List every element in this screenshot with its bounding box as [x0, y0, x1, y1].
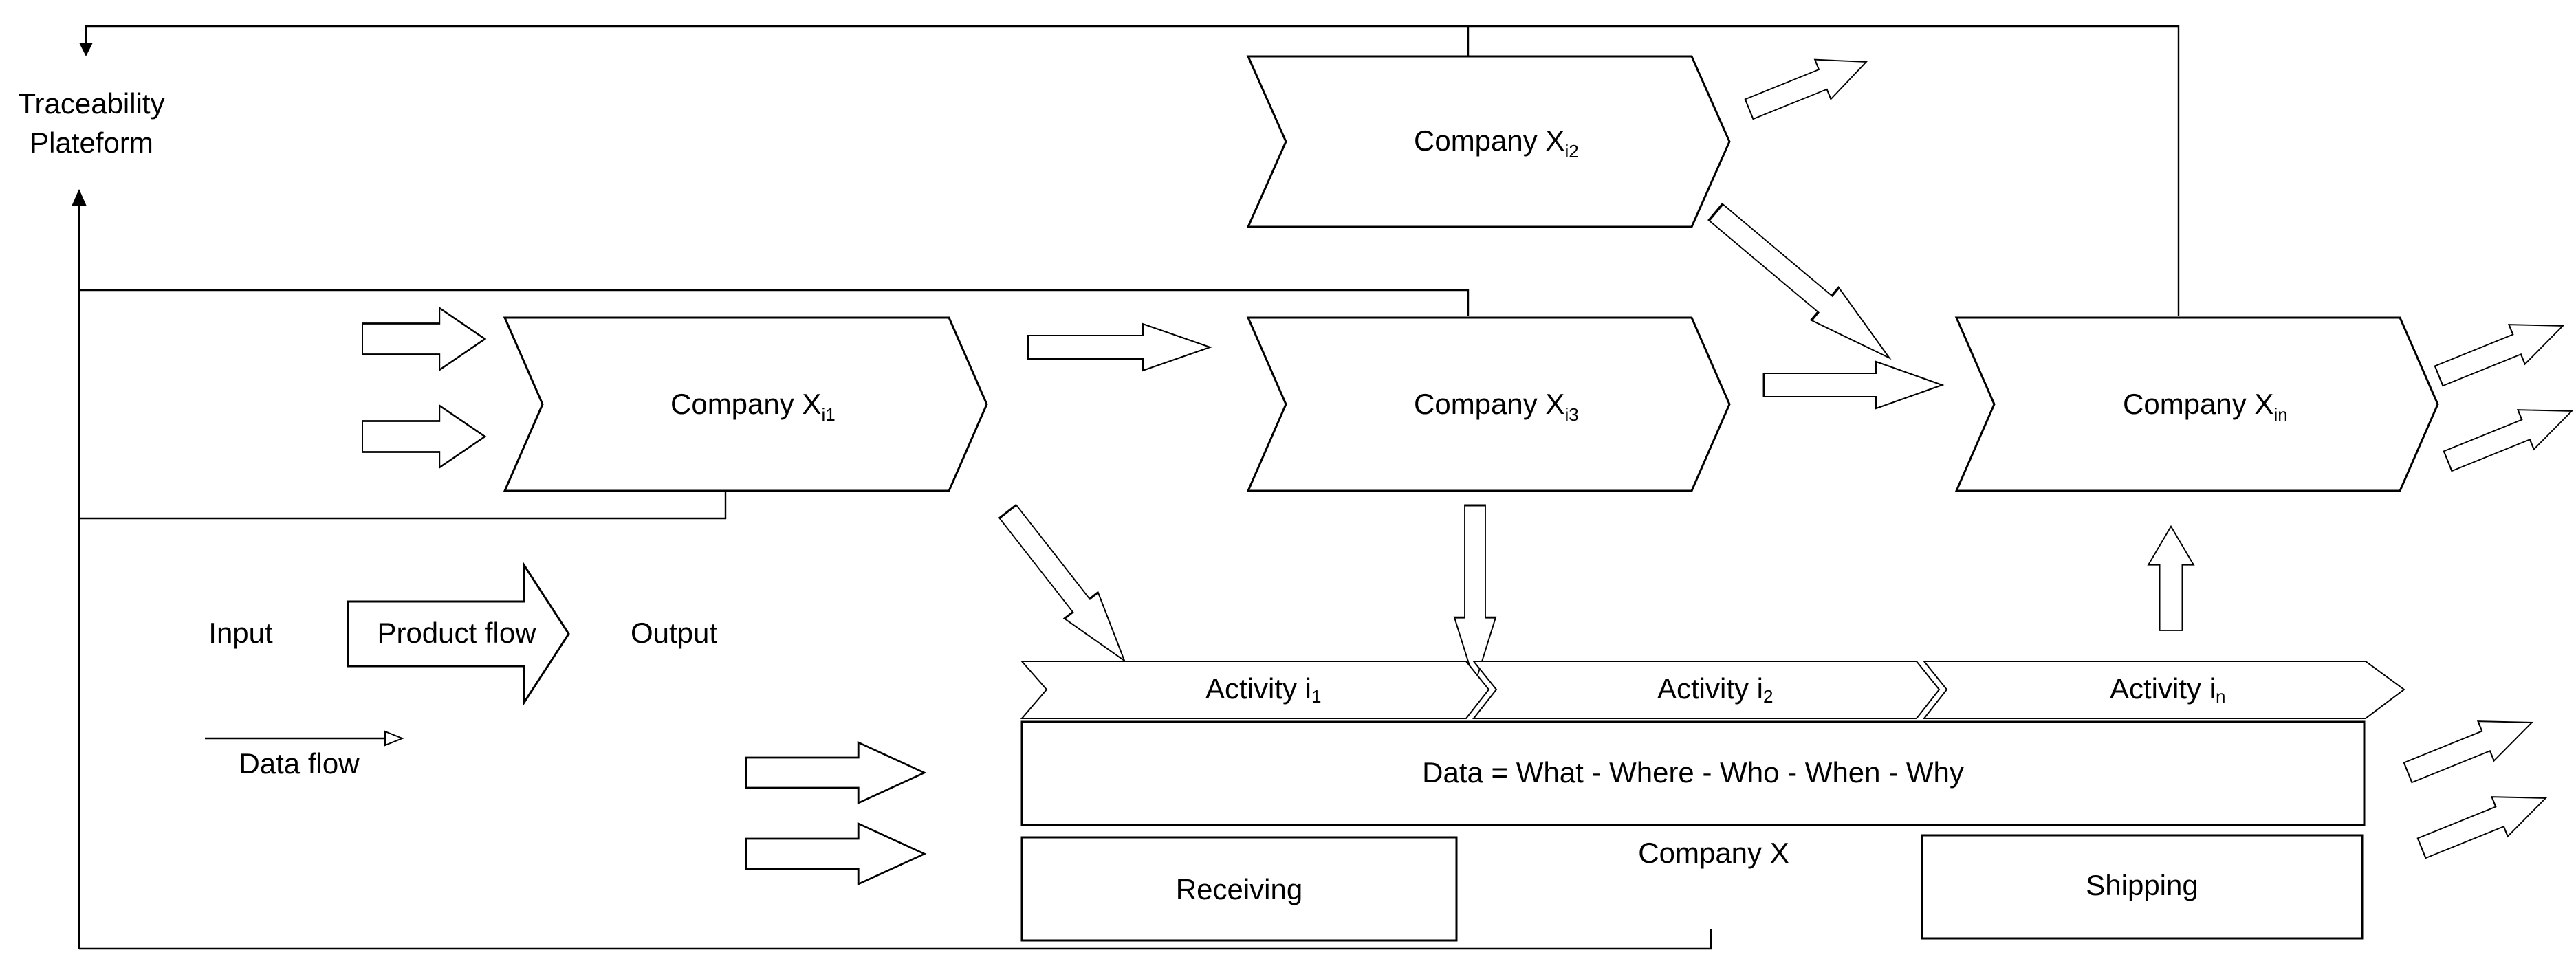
activity-n-label: Activity i — [2110, 672, 2216, 705]
platform-label-line1: Traceability — [18, 87, 164, 120]
legend-output-label: Output — [631, 617, 717, 649]
product-arrow-cx-input-1 — [745, 741, 926, 804]
data-flow-arrowhead-up — [72, 189, 87, 206]
data-flow-lines — [72, 25, 2180, 950]
product-arrow-xi2-xin — [1701, 195, 1904, 375]
data-box — [1020, 720, 2366, 826]
legend-data-flow-label: Data flow — [239, 747, 360, 780]
product-arrow-cx-out-2 — [2412, 778, 2555, 869]
product-arrow-cx-out-1 — [2399, 702, 2541, 793]
product-arrow-shipping-xin — [2148, 525, 2194, 631]
svg-text:Company Xi2: Company Xi2 — [1414, 124, 1579, 162]
company-xi2-sub: i2 — [1564, 141, 1578, 162]
activity-n-sub: n — [2216, 686, 2225, 707]
product-arrow-cx-input-2 — [745, 822, 926, 886]
company-xi2: Company Xi2 — [1246, 55, 1731, 228]
legend-data-flow-arrowhead — [384, 730, 404, 747]
company-xi1-sub: i1 — [821, 404, 835, 425]
product-arrow-xi2-out — [1740, 41, 1875, 130]
legend-product-flow-label: Product flow — [377, 617, 536, 649]
product-arrow-xi1-xi3 — [1027, 322, 1212, 372]
data-line-xi3 — [79, 289, 1470, 316]
product-arrow-xin-out-2 — [2438, 390, 2576, 482]
receiving-label: Receiving — [1176, 873, 1302, 905]
product-arrow-xin-out-1 — [2430, 305, 2572, 397]
product-arrow-xi1-activity — [990, 497, 1142, 675]
svg-text:Company Xi3: Company Xi3 — [1414, 388, 1579, 425]
data-line-top — [85, 25, 2180, 316]
company-xin-sub: in — [2273, 404, 2287, 425]
company-xi3-label: Company X — [1414, 388, 1564, 420]
activity-2: Activity i2 — [1472, 661, 1941, 719]
legend-product-flow-arrow — [347, 561, 570, 707]
company-xi3-sub: i3 — [1564, 404, 1578, 425]
activity-2-label: Activity i — [1657, 672, 1763, 705]
activity-1: Activity i1 — [1020, 661, 1490, 719]
shipping-box — [1921, 834, 2364, 940]
svg-text:Activity in: Activity in — [2110, 672, 2225, 707]
svg-text:Company Xi1: Company Xi1 — [670, 388, 836, 425]
activity-1-label: Activity i — [1205, 672, 1311, 705]
product-arrow-xi3-xin — [1762, 360, 1943, 410]
company-x-label: Company X — [1638, 837, 1789, 869]
company-xi3: Company Xi3 — [1246, 316, 1731, 492]
data-line-company-x — [79, 930, 1712, 950]
legend-input-label: Input — [208, 617, 273, 649]
company-xi1: Company Xi1 — [503, 316, 988, 492]
data-box-text: Data = What - Where - Who - When - Why — [1422, 756, 1964, 789]
platform-label-line2: Plateform — [30, 126, 153, 159]
activity-2-sub: 2 — [1763, 686, 1773, 707]
product-arrow-input-1 — [361, 307, 486, 371]
svg-text:Company Xin: Company Xin — [2123, 388, 2288, 425]
receiving-box — [1020, 836, 1458, 942]
activity-n: Activity in — [1922, 661, 2405, 719]
svg-text:Activity i1: Activity i1 — [1205, 672, 1321, 707]
svg-text:Activity i2: Activity i2 — [1657, 672, 1773, 707]
data-flow-arrowhead-down — [79, 43, 93, 56]
company-xin: Company Xin — [1954, 316, 2439, 492]
product-arrow-xi3-activity — [1453, 504, 1497, 685]
company-xi2-label: Company X — [1414, 124, 1564, 157]
shipping-label: Shipping — [2086, 869, 2198, 901]
company-xi1-label: Company X — [670, 388, 821, 420]
activity-1-sub: 1 — [1311, 686, 1321, 707]
company-xin-label: Company X — [2123, 388, 2273, 420]
product-arrow-input-2 — [361, 404, 486, 469]
legend: Input Product flow Output Data flow — [205, 561, 717, 780]
data-line-xi1 — [79, 491, 727, 520]
